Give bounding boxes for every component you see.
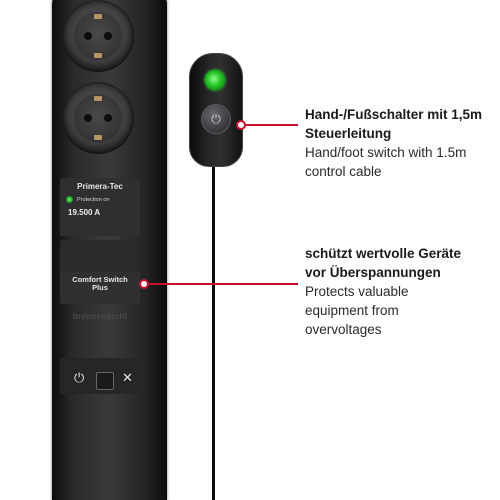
socket-pin bbox=[104, 32, 112, 40]
control-port bbox=[96, 372, 114, 390]
callout-german-text: Hand-/Fußschalter mit 1,5m bbox=[305, 107, 483, 122]
socket-pin bbox=[84, 32, 92, 40]
protection-status: Protection on bbox=[77, 196, 110, 203]
callout-german-text: vor Überspannungen bbox=[305, 265, 441, 280]
callout-english-text: Protects valuable bbox=[305, 284, 409, 299]
protection-led bbox=[66, 196, 73, 203]
hand-foot-switch: ⏻ bbox=[189, 53, 243, 167]
callout-english-text: equipment from bbox=[305, 303, 399, 318]
brand-label: Primera-Tec bbox=[77, 182, 123, 191]
socket-pin bbox=[84, 114, 92, 122]
socket-pin bbox=[104, 114, 112, 122]
callout-line bbox=[246, 124, 298, 126]
callout-english-text: Hand/foot switch with 1.5m bbox=[305, 145, 467, 160]
callout-line bbox=[149, 283, 298, 285]
ground-contact bbox=[94, 96, 102, 101]
socket-bottom bbox=[62, 82, 134, 154]
power-strip: Primera-Tec Protection on 19.500 A Comfo… bbox=[52, 0, 167, 500]
callout-overvoltage: schützt wertvolle Geräte vor Überspannun… bbox=[305, 244, 495, 339]
brand-logo: brennenstuhl bbox=[72, 312, 128, 321]
ground-contact bbox=[94, 53, 102, 58]
comfort-switch-sublabel: Plus bbox=[92, 283, 108, 293]
callout-german-text: Steuerleitung bbox=[305, 126, 392, 141]
callout-marker bbox=[139, 279, 149, 289]
callout-english-text: overvoltages bbox=[305, 322, 382, 337]
rating-label: 19.500 A bbox=[68, 208, 101, 217]
power-icon: ⏻ bbox=[74, 370, 85, 385]
callout-remote-switch: Hand-/Fußschalter mit 1,5m Steuerleitung… bbox=[305, 105, 495, 181]
remote-control-cable bbox=[212, 164, 215, 500]
x-icon: ✕ bbox=[122, 370, 133, 385]
callout-german-text: schützt wertvolle Geräte bbox=[305, 246, 462, 261]
callout-english-text: control cable bbox=[305, 164, 382, 179]
ground-contact bbox=[94, 135, 102, 140]
comfort-switch-panel: Comfort Switch Plus bbox=[60, 272, 140, 304]
ground-contact bbox=[94, 14, 102, 19]
protection-panel: Primera-Tec Protection on 19.500 A bbox=[60, 178, 140, 236]
callout-marker bbox=[236, 120, 246, 130]
comfort-switch-label: Comfort Switch bbox=[72, 275, 128, 284]
remote-led bbox=[205, 70, 225, 90]
power-icon: ⏻ bbox=[201, 104, 231, 134]
blank-panel bbox=[60, 240, 140, 274]
socket-top bbox=[62, 0, 134, 72]
